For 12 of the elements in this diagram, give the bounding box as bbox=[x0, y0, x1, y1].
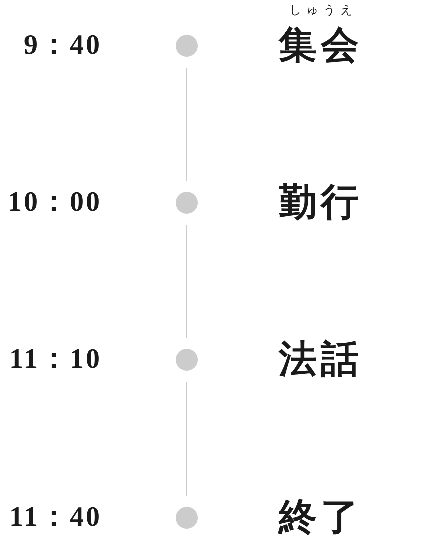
event-label: 法話 bbox=[279, 341, 363, 379]
time-label: 9：40 bbox=[24, 32, 102, 60]
furigana-text: しゅうえ bbox=[288, 4, 358, 16]
event-label: 終了 bbox=[279, 499, 363, 537]
connector-line bbox=[186, 382, 187, 496]
connector-line bbox=[186, 68, 187, 182]
time-label: 11：10 bbox=[10, 346, 102, 374]
connector-line bbox=[186, 224, 187, 338]
time-label: 10：00 bbox=[8, 189, 102, 217]
event-label: 勤行 bbox=[279, 184, 363, 222]
event-label: 集会 bbox=[279, 27, 363, 65]
time-label: 11：40 bbox=[10, 504, 102, 532]
